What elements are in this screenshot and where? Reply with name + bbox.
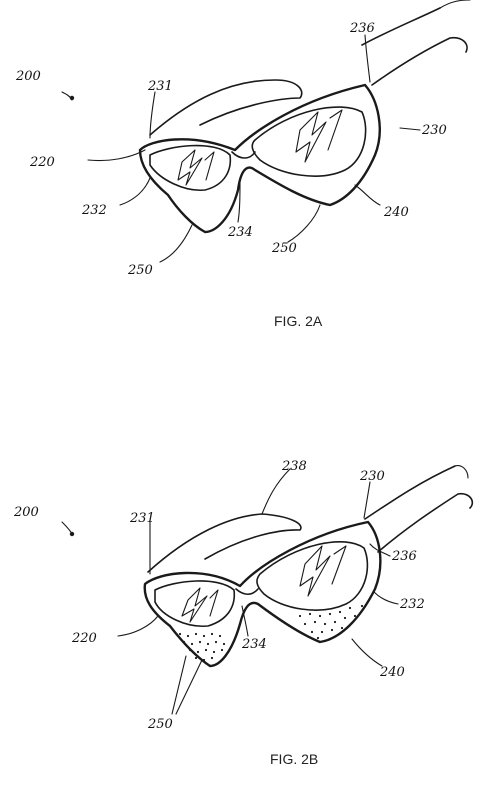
ref-label-220: 220 [71, 631, 97, 646]
dotted-region-left [178, 632, 226, 662]
ref-label-231: 231 [129, 511, 155, 526]
ref-label-234: 234 [227, 225, 253, 240]
eyeglass-frame [143, 520, 382, 668]
leader-lines [61, 34, 421, 263]
far-temple-arm [147, 513, 302, 573]
near-temple-arm [364, 465, 474, 553]
ref-label-200: 200 [15, 69, 41, 84]
figure-caption: FIG. 2B [270, 751, 318, 767]
leader-lines [61, 468, 399, 715]
right-lens [256, 541, 369, 611]
ref-label-234: 234 [241, 637, 267, 652]
arrowhead-dot [69, 531, 75, 537]
ref-label-220: 220 [29, 155, 55, 170]
right-lens [251, 106, 367, 177]
ref-label-250-right: 250 [271, 241, 297, 256]
arrowhead-dot [69, 95, 75, 101]
ref-label-230: 230 [421, 123, 447, 138]
nose-bridge [235, 588, 259, 596]
eyeglass-frame [138, 83, 381, 234]
nose-bridge [231, 151, 256, 159]
left-lens [149, 144, 232, 191]
ref-label-230: 230 [359, 469, 385, 484]
ref-label-240: 240 [383, 205, 409, 220]
ref-label-232: 232 [81, 203, 107, 218]
ref-label-231: 231 [147, 79, 173, 94]
near-temple-arm [361, 0, 471, 86]
ref-label-250-left: 250 [127, 263, 153, 278]
ref-label-238: 238 [281, 459, 307, 474]
figure-2a: 200 231 236 230 220 232 234 240 250 250 … [15, 0, 471, 329]
ref-label-236: 236 [391, 549, 417, 564]
ref-label-232: 232 [399, 597, 425, 612]
ref-label-240: 240 [379, 665, 405, 680]
ref-label-236: 236 [349, 21, 375, 36]
ref-label-250: 250 [147, 717, 173, 732]
figure-caption: FIG. 2A [274, 313, 323, 329]
far-temple-arm [149, 79, 303, 136]
ref-label-200: 200 [13, 505, 39, 520]
dotted-region-right [298, 604, 364, 640]
figure-2b: 200 238 230 231 236 232 220 234 240 250 … [13, 459, 474, 767]
left-lens [154, 580, 236, 627]
